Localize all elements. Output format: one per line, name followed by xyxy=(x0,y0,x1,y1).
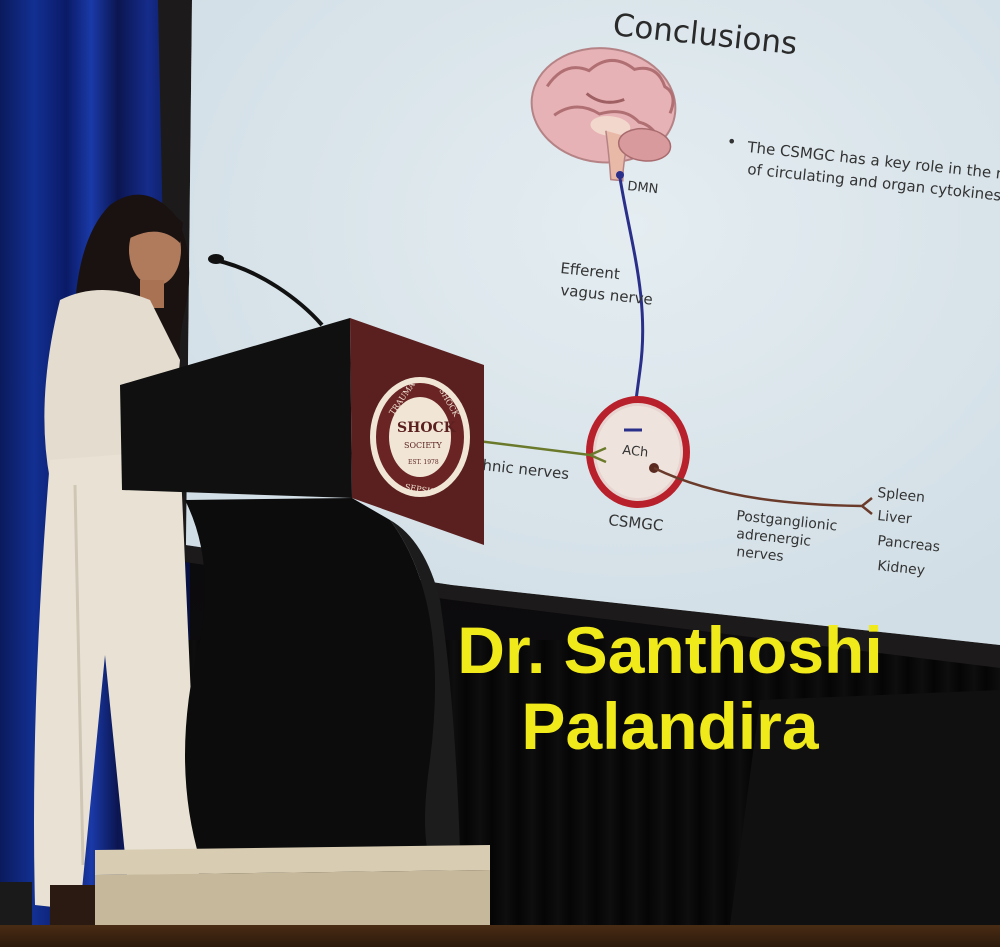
podium xyxy=(95,318,490,925)
organ-liver: Liver xyxy=(877,508,913,528)
bullet-dot: • xyxy=(727,132,736,151)
stage-monitor xyxy=(0,882,32,926)
logo-shock: SHOCK xyxy=(397,420,457,436)
post-label-2: adrenergic xyxy=(736,526,812,550)
logo-est: EST. 1978 xyxy=(408,459,439,466)
microphone-icon xyxy=(208,254,224,264)
speaker-figure xyxy=(34,194,200,925)
organ-spleen: Spleen xyxy=(877,485,926,506)
csmgc-ganglion-icon xyxy=(586,396,690,508)
microphone-stand xyxy=(214,258,324,327)
dmn-label: DMN xyxy=(627,179,659,197)
stage-floor xyxy=(0,925,1000,947)
csmgc-label: CSMGC xyxy=(608,511,665,535)
caption-line-1: Dr. Santhoshi xyxy=(457,613,883,687)
postganglionic-nerve-line xyxy=(653,466,873,515)
vagus-nerve-line xyxy=(618,177,645,431)
speaker-caption: Dr. Santhoshi Palandira xyxy=(400,612,940,764)
logo-society: SOCIETY xyxy=(404,441,442,450)
shock-society-logo: SHOCK SOCIETY EST. 1978 TRAUMA SHOCK SEP… xyxy=(370,377,470,497)
brain-icon xyxy=(530,47,677,182)
splanchnic-nerve-line xyxy=(469,438,607,464)
post-label-3: nerves xyxy=(736,544,785,565)
caption-line-2: Palandira xyxy=(521,689,819,763)
organ-pancreas: Pancreas xyxy=(877,533,941,555)
organ-kidney: Kidney xyxy=(877,558,926,579)
ach-label: ACh xyxy=(622,443,649,461)
